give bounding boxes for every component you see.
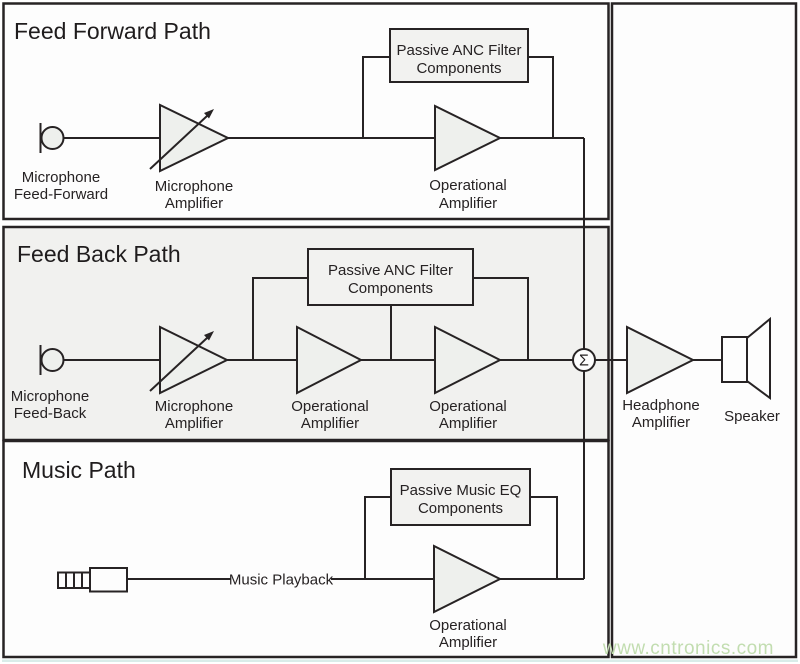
music-eq-label-line2: Components bbox=[418, 500, 503, 517]
fb-passive-anc-filter-box bbox=[307, 248, 474, 306]
summing-junction-symbol: Σ bbox=[579, 353, 589, 370]
wire-ff-filter-out bbox=[528, 56, 554, 138]
ff-mic-amp-label-line1: Microphone bbox=[155, 178, 233, 195]
music-path-title: Music Path bbox=[22, 457, 136, 483]
ff-passive-anc-filter-box bbox=[389, 28, 529, 83]
ff-gain-arrow-icon bbox=[149, 115, 208, 170]
ff-mic-amp-label-line2: Amplifier bbox=[165, 195, 223, 212]
headphone-amp-label-line2: Amplifier bbox=[632, 414, 690, 431]
ff-opamp-label-line2: Amplifier bbox=[439, 195, 497, 212]
ff-operational-amplifier-icon bbox=[434, 104, 503, 172]
fb-operational-amplifier-2-icon bbox=[434, 325, 503, 395]
fb-opamp2-label-line1: Operational bbox=[429, 398, 507, 415]
headphone-amp-label-line1: Headphone bbox=[622, 397, 700, 414]
music-eq-label-line1: Passive Music EQ bbox=[400, 482, 522, 499]
fb-mic-label-line2: Feed-Back bbox=[14, 405, 87, 422]
ff-filter-label-line2: Components bbox=[416, 60, 501, 77]
microphone-feedback-icon bbox=[40, 348, 65, 372]
ff-filter-label-line1: Passive ANC Filter bbox=[396, 42, 521, 59]
audio-jack-icon bbox=[57, 567, 128, 593]
wire-fb-filter-out bbox=[473, 277, 529, 360]
headphone-amplifier-icon bbox=[626, 325, 696, 395]
music-eq-box bbox=[390, 468, 531, 526]
ff-mic-label-line2: Feed-Forward bbox=[14, 186, 108, 203]
audio-jack-body bbox=[89, 567, 128, 593]
feed-back-title: Feed Back Path bbox=[17, 241, 181, 267]
watermark: www.cntronics.com bbox=[602, 638, 774, 659]
ff-opamp-label-line1: Operational bbox=[429, 177, 507, 194]
wire-fb-filter-in bbox=[252, 277, 308, 360]
fb-opamp1-label-line2: Amplifier bbox=[301, 415, 359, 432]
speaker-icon bbox=[721, 316, 771, 400]
speaker-horn bbox=[746, 316, 771, 400]
fb-gain-arrowhead-icon bbox=[204, 331, 214, 341]
output-stage: Headphone Amplifier Speaker bbox=[595, 316, 780, 431]
music-opamp-label-line1: Operational bbox=[429, 617, 507, 634]
fb-microphone-amplifier-icon bbox=[159, 325, 230, 395]
ff-mic-label-line1: Microphone bbox=[22, 169, 100, 186]
fb-gain-arrow-icon bbox=[149, 337, 208, 392]
feed-forward-title: Feed Forward Path bbox=[14, 18, 211, 44]
microphone-feedforward-icon bbox=[40, 126, 65, 150]
fb-filter-label-line1: Passive ANC Filter bbox=[328, 262, 453, 279]
speaker-driver bbox=[721, 336, 748, 383]
feed-back-path: Feed Back Path Passive ANC Filter Compon… bbox=[11, 241, 596, 432]
wire-music-eq-out bbox=[530, 496, 558, 579]
ff-gain-arrowhead-icon bbox=[204, 109, 214, 119]
fb-opamp2-label-line2: Amplifier bbox=[439, 415, 497, 432]
fb-opamp1-label-line1: Operational bbox=[291, 398, 369, 415]
feed-forward-path: Feed Forward Path Passive ANC Filter Com… bbox=[14, 18, 585, 349]
fb-mic-amp-label-line1: Microphone bbox=[155, 398, 233, 415]
fb-operational-amplifier-1-icon bbox=[296, 325, 364, 395]
music-operational-amplifier-icon bbox=[433, 544, 503, 614]
music-path: Music Path Music Playback Passive Music … bbox=[22, 371, 585, 651]
ff-microphone-amplifier-icon bbox=[159, 103, 231, 173]
fb-filter-label-line2: Components bbox=[348, 280, 433, 297]
fb-mic-label-line1: Microphone bbox=[11, 388, 89, 405]
bottom-accent-strip bbox=[2, 659, 798, 662]
wire-ff-filter-in bbox=[362, 56, 390, 138]
wire-music-eq-in bbox=[364, 496, 391, 579]
speaker-label: Speaker bbox=[724, 408, 780, 425]
music-playback-label: Music Playback bbox=[229, 572, 334, 589]
music-opamp-label-line2: Amplifier bbox=[439, 634, 497, 651]
fb-mic-amp-label-line2: Amplifier bbox=[165, 415, 223, 432]
